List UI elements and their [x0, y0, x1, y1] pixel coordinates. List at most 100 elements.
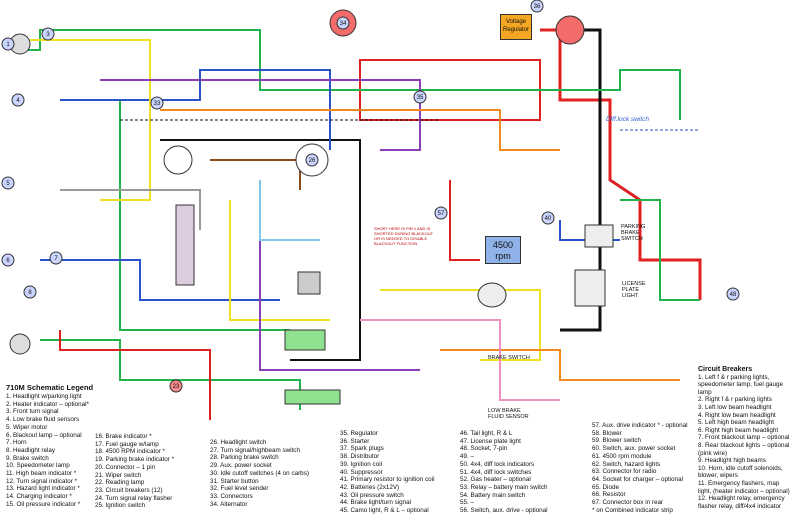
wire-black-2 — [160, 139, 361, 361]
callout-48: 48 — [726, 287, 740, 301]
legend-item: 6. Blackout lamp – optional — [6, 431, 82, 439]
connector-block-icon — [284, 329, 326, 351]
legend-item: 8. Rear blackout lights – optional — [698, 441, 790, 449]
callout-40: 40 — [541, 211, 555, 225]
svg-text:1: 1 — [6, 42, 10, 48]
legend-item: 32. Fuel level sender — [210, 485, 269, 493]
legend-item: 60. Switch, aux. power socket — [592, 445, 676, 453]
wire-red-2 — [59, 330, 211, 420]
svg-text:7: 7 — [54, 256, 58, 262]
legend-item: 11. Emergency flashers, map — [698, 479, 780, 487]
battery-icon — [584, 224, 614, 248]
legend-item: 44. Brake light/turn signal — [340, 499, 412, 507]
legend-item: 27. Turn signal/highbeam switch — [210, 446, 300, 454]
legend-item: 38. Distributor — [340, 453, 380, 461]
legend-item: 26. Headlight switch — [210, 439, 267, 446]
svg-text:5: 5 — [6, 181, 10, 187]
legend-item: 66. Resistor — [592, 491, 626, 499]
wire-orange-1 — [160, 109, 560, 151]
legend-item: 57. Aux. drive indicator * - optional — [592, 422, 688, 429]
callout-36: 36 — [530, 0, 544, 13]
callout-57: 57 — [434, 206, 448, 220]
legend-item: 19. Parking brake indicator * — [95, 456, 175, 464]
callout-8: 8 — [23, 285, 37, 299]
legend-item: 23. Circuit breakers (12) — [95, 486, 163, 494]
callout-5: 5 — [1, 176, 15, 190]
rpm-module-box: 4500 rpm — [485, 236, 521, 264]
wire-purple-2 — [259, 230, 420, 371]
legend-item: 49. – — [460, 453, 475, 461]
legend-item: 51. 4x4, diff lock switches — [460, 468, 532, 476]
wire-red-main — [540, 28, 702, 300]
circuit-breaker-block-icon — [175, 204, 195, 286]
license-plate-label: LICENSE PLATE LIGHT — [622, 281, 646, 299]
callout-4: 4 — [11, 93, 25, 107]
ignition-switch-icon — [163, 145, 193, 175]
legend-item: 2. Heater indicator – optional* — [6, 400, 89, 408]
legend-item: 10. Speedometer lamp — [6, 462, 70, 470]
legend-item: 37. Spark plugs — [340, 445, 384, 453]
legend-item: 39. Ignition coil — [340, 460, 383, 468]
svg-text:35: 35 — [417, 95, 424, 101]
legend-item: 59. Blower switch — [592, 437, 641, 445]
shunt-note: SHORT HERE IS PIN 1 AND IS SHORTED DURIN… — [374, 226, 433, 246]
legend-item: 8. Headlight relay — [6, 446, 56, 454]
starter-icon — [555, 15, 585, 45]
legend-item: 2. Right f & r parking lights — [698, 396, 772, 404]
svg-text:40: 40 — [545, 216, 552, 222]
legend-item: 65. Diode — [592, 483, 619, 491]
connector-box-rear-icon — [574, 269, 606, 307]
callout-6: 6 — [1, 253, 15, 267]
wire-yellow-3 — [380, 289, 541, 361]
legend-item: 25. Ignition switch — [95, 502, 146, 510]
voltage-regulator-box: Voltage Regulator — [500, 14, 532, 40]
legend-item: 64. Socket for charger – optional — [592, 475, 684, 483]
legend-item: (pink wire) — [698, 449, 728, 457]
circuit-breakers-legend: Circuit Breakers 1. Left f & r parking l… — [698, 366, 798, 510]
legend-item: 12. Headlight relay, emergency — [698, 495, 785, 503]
legend-item: 48. Socket, 7-pin — [460, 445, 508, 453]
legend-item: 3. Front turn signal — [6, 408, 59, 416]
legend-item: lamp — [698, 388, 712, 396]
legend-item: 5. Wiper motor — [6, 423, 48, 431]
legend-item: 62. Switch, hazard lights — [592, 460, 661, 468]
legend-item: 14. Charging indicator * — [6, 493, 72, 501]
callout-23: 23 — [169, 379, 183, 393]
legend-item: 34. Alternator — [210, 500, 248, 508]
legend-item: 67. Connector box in rear — [592, 499, 664, 507]
legend-item: blower, wipers — [698, 472, 738, 480]
legend-item: 46. Tail light, R & L — [460, 430, 513, 437]
brake-switch-label: BRAKE SWITCH — [488, 355, 530, 361]
legend-item: 50. 4x4, diff lock indicators — [460, 460, 535, 468]
legend-item: 40. Suppressor — [340, 468, 383, 476]
legend-item: 54. Battery main switch — [460, 491, 526, 499]
callout-21: 26 — [305, 153, 319, 167]
legend-item: 6. Right high beam headlight — [698, 426, 779, 434]
legend-item: 5. Left high beam headlight — [698, 419, 774, 427]
diff-lock-label: Diff.lock switch — [606, 116, 649, 123]
legend-item: 33. Connectors — [210, 492, 253, 500]
wire-red-3 — [449, 180, 480, 261]
low-brake-fluid-label: LOW BRAKE FLUID SENSOR — [488, 408, 529, 420]
callout-33: 33 — [150, 96, 164, 110]
legend-item: 31. Starter button — [210, 477, 259, 485]
wire-brown-1 — [210, 159, 301, 190]
svg-text:34: 34 — [340, 21, 347, 27]
callout-7: 7 — [49, 251, 63, 265]
svg-text:3: 3 — [46, 32, 50, 38]
circuit-breakers-list: 1. Left f & r parking lights,speedometer… — [698, 374, 798, 511]
legend-item: 10. Horn, idle cutoff solenoids, — [698, 464, 783, 472]
legend-item: 1. Left f & r parking lights, — [698, 373, 770, 381]
legend-item: 24. Turn signal relay flasher — [95, 494, 173, 502]
legend-title: 710M Schematic Legend — [6, 383, 94, 392]
svg-text:36: 36 — [534, 4, 541, 10]
legend-item: 21. Wiper switch — [95, 471, 142, 479]
legend-item: 9. Headlight high beams — [698, 457, 766, 465]
legend-item: speedometer lamp, fuel gauge — [698, 381, 784, 389]
svg-text:48: 48 — [730, 292, 737, 298]
svg-text:33: 33 — [154, 101, 161, 107]
